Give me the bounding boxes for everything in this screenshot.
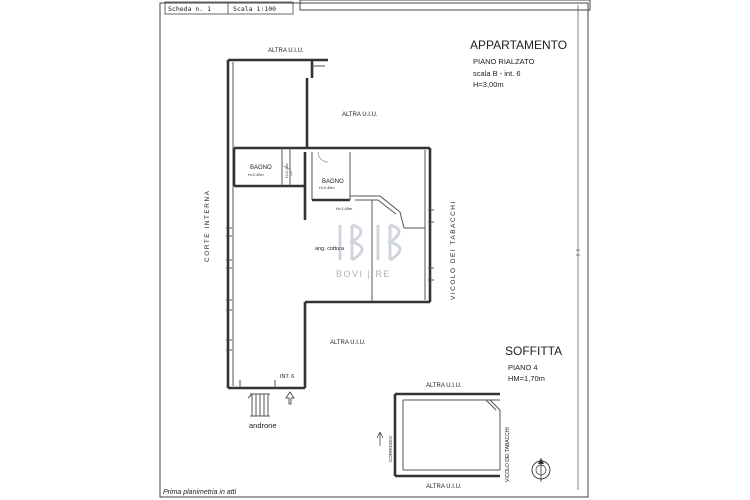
apartment-walls [226, 58, 434, 390]
attic-vicolo-label: VICOLO DEI TABACCHI [505, 427, 511, 482]
watermark-brand: BOVI | RE [336, 269, 391, 279]
attic-floor: PIANO 4 [508, 363, 538, 372]
altra-uiu-middle: ALTRA U.I.U. [342, 112, 378, 118]
entrance-arrow-icon [285, 391, 295, 405]
attic-title-block: SOFFITTA PIANO 4 HM=1,70m [505, 344, 562, 383]
apartment-floor: PIANO RIALZATO [473, 57, 535, 66]
entrance-area: INT. 6 androne [247, 374, 295, 430]
scheda-label: Scheda n. 1 [168, 5, 211, 13]
bagno-1-height-rotated: H=2,40m [285, 163, 289, 178]
attic-altra-top: ALTRA U.I.U. [426, 383, 462, 389]
bovi-re-watermark: BOVI | RE [336, 223, 402, 279]
altra-uiu-bottom: ALTRA U.I.U. [330, 340, 366, 346]
attic-title: SOFFITTA [505, 344, 562, 358]
header-box: Scheda n. 1 Scala 1:100 [164, 1, 294, 15]
attic-height: HM=1,70m [508, 374, 545, 383]
vicolo-label: VICOLO DEI TABACCHI [450, 200, 457, 300]
north-arrow-icon [531, 458, 551, 482]
apartment-stair: scala B - int. 6 [473, 69, 521, 78]
corridoio-label: CORRIDOIO [388, 436, 393, 463]
bagno-1-height: H=2,40m [248, 173, 264, 177]
top-right-box [299, 0, 591, 11]
footer-note: Prima planimetria in atti [163, 489, 237, 496]
attic-walls [393, 392, 501, 478]
altra-uiu-top: ALTRA U.I.U. [268, 48, 304, 54]
attic-altra-bottom: ALTRA U.I.U. [426, 484, 462, 490]
int-6-label: INT. 6 [280, 374, 294, 380]
stairs-icon [247, 393, 270, 417]
corte-interna-label: CORTE INTERNA [204, 190, 211, 262]
attic-arrow-icon [376, 431, 384, 446]
apartment-height: H=3,00m [473, 80, 504, 89]
bagno-2-height: H=2,40m [319, 186, 335, 190]
sheet-frame [159, 2, 589, 498]
hall-height: H=2,40m [336, 206, 353, 211]
scala-label: Scala 1:100 [233, 5, 276, 13]
bagno-2-label: BAGNO [322, 179, 344, 185]
cottura-label: ang. cottura [315, 246, 345, 252]
apartment-title-block: APPARTAMENTO PIANO RIALZATO scala B - in… [470, 38, 567, 89]
bagno-1-label: BAGNO [250, 165, 272, 171]
margin-tick [576, 249, 580, 256]
apartment-title: APPARTAMENTO [470, 38, 567, 52]
androne-label: androne [249, 421, 277, 430]
